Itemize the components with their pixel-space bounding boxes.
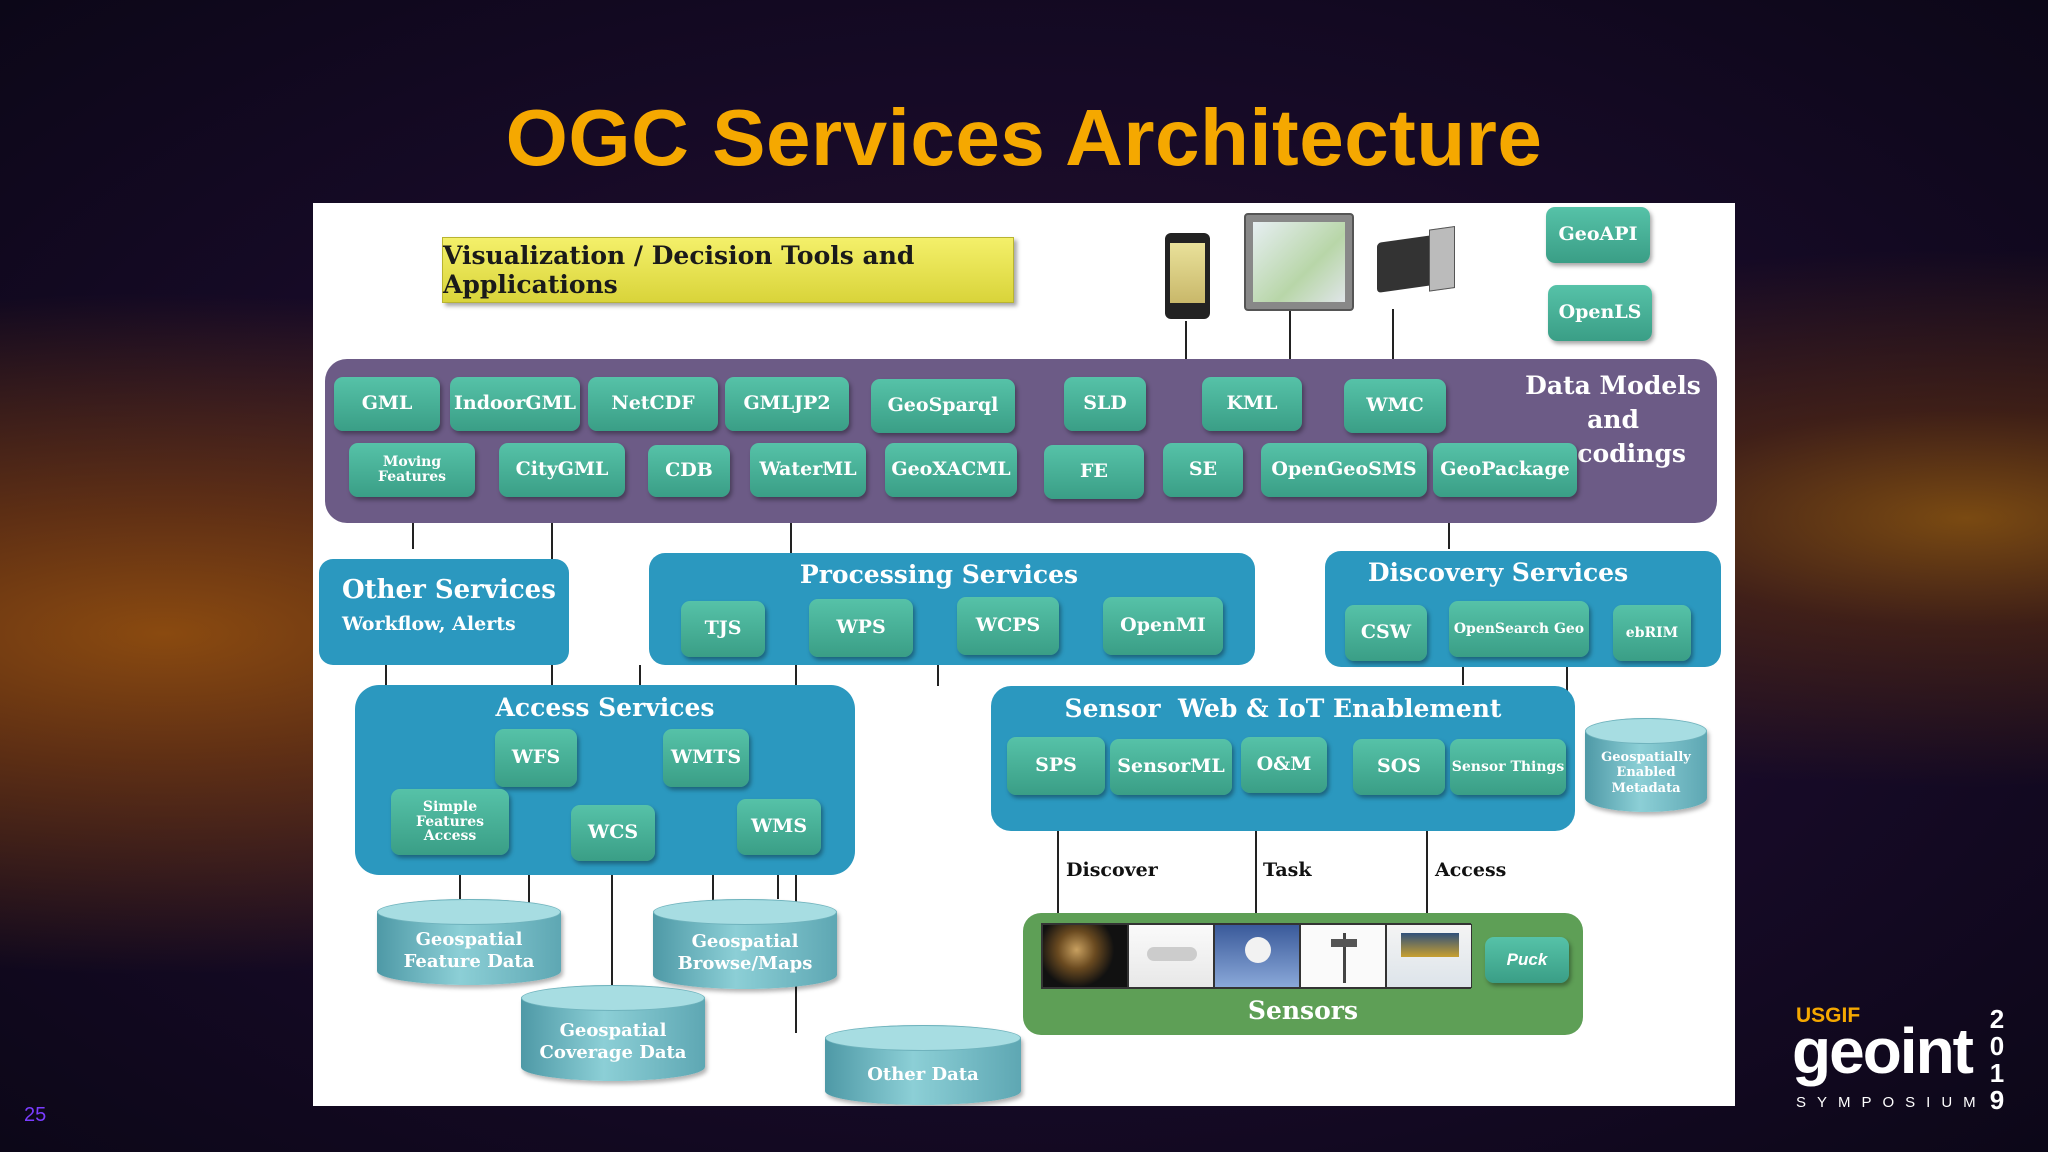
geospatial-feature-data-store: Geospatial Feature Data xyxy=(377,899,561,985)
sensor-web-sensorml-button: SensorML xyxy=(1110,739,1232,795)
discovery-csw-button: CSW xyxy=(1345,605,1427,661)
data-model-gml-button: GML xyxy=(334,377,440,431)
tablet-map-icon xyxy=(1244,213,1354,311)
geospatial-coverage-data-store: Geospatial Coverage Data xyxy=(521,985,705,1081)
data-model-citygml-button: CityGML xyxy=(499,443,625,497)
architecture-diagram: Visualization / Decision Tools and Appli… xyxy=(313,203,1735,1106)
logo-year-text: 2019 xyxy=(1989,1004,2005,1115)
data-model-moving-features-button: Moving Features xyxy=(349,443,475,497)
data-model-wmc-button: WMC xyxy=(1344,379,1446,433)
logo-geoint-text: geoint xyxy=(1792,1015,1974,1087)
data-model-waterml-button: WaterML xyxy=(750,443,866,497)
wms-button: WMS xyxy=(737,799,821,855)
weather-balloon-icon xyxy=(1214,924,1300,988)
processing-openmi-button: OpenMI xyxy=(1103,597,1223,655)
smartphone-icon xyxy=(1165,233,1210,319)
data-model-opengeosms-button: OpenGeoSMS xyxy=(1261,443,1427,497)
data-model-fe-button: FE xyxy=(1044,445,1144,499)
processing-tjs-button: TJS xyxy=(681,601,765,657)
geospatial-browse-maps-store: Geospatial Browse/Maps xyxy=(653,899,837,989)
geospatially-enabled-metadata-store: Geospatially Enabled Metadata xyxy=(1585,718,1707,812)
data-model-cdb-button: CDB xyxy=(648,445,730,497)
discovery-ebrim-button: ebRIM xyxy=(1613,605,1691,661)
geospatial-coverage-data-label: Geospatial Coverage Data xyxy=(539,1020,687,1063)
openls-button: OpenLS xyxy=(1548,285,1652,341)
geoint-symposium-logo: USGIF geoint SYMPOSIUM 2019 xyxy=(1784,1000,2014,1120)
logo-symposium-text: SYMPOSIUM xyxy=(1796,1094,1987,1111)
sensors-title: Sensors xyxy=(1247,996,1359,1025)
data-model-geosparql-button: GeoSparql xyxy=(871,379,1015,433)
processing-services-title: Processing Services xyxy=(799,560,1079,589)
discovery-opensearch-geo-button: OpenSearch Geo xyxy=(1449,601,1589,657)
desktop-computer-icon xyxy=(1377,225,1455,293)
other-services-subtitle: Workflow, Alerts xyxy=(342,613,516,635)
discovery-services-title: Discovery Services xyxy=(1367,558,1629,587)
sensor-web-sps-button: SPS xyxy=(1007,737,1105,795)
sensor-web-title: Sensor Web & IoT Enablement xyxy=(1064,694,1502,723)
access-services-title: Access Services xyxy=(495,693,715,722)
geoapi-button: GeoAPI xyxy=(1546,207,1650,263)
satellite-icon xyxy=(1042,924,1128,988)
task-label: Task xyxy=(1263,859,1312,881)
slide-title: OGC Services Architecture xyxy=(505,93,1543,182)
data-models-title-line1: Data Models xyxy=(1525,371,1701,400)
other-services-title: Other Services xyxy=(342,575,556,605)
drone-icon xyxy=(1128,924,1214,988)
simple-features-access-button: Simple Features Access xyxy=(391,789,509,855)
puck-button: Puck xyxy=(1485,937,1569,983)
sensor-web-sos-button: SOS xyxy=(1353,739,1445,795)
data-model-sld-button: SLD xyxy=(1064,377,1146,431)
wfs-button: WFS xyxy=(495,729,577,787)
data-model-indoorgml-button: IndoorGML xyxy=(450,377,580,431)
weather-station-icon xyxy=(1300,924,1386,988)
data-model-se-button: SE xyxy=(1163,443,1243,497)
geospatially-enabled-metadata-label: Geospatially Enabled Metadata xyxy=(1601,749,1691,796)
access-label: Access xyxy=(1435,859,1507,881)
other-services-panel xyxy=(319,559,569,665)
logo-usgif-text: USGIF xyxy=(1796,1004,1861,1027)
sensor-images-strip xyxy=(1041,923,1472,989)
data-model-netcdf-button: NetCDF xyxy=(588,377,718,431)
other-data-store: Other Data xyxy=(825,1025,1021,1105)
data-model-geopackage-button: GeoPackage xyxy=(1433,443,1577,497)
sensor-device-icon xyxy=(1386,924,1472,988)
other-data-label: Other Data xyxy=(867,1064,979,1086)
processing-wcps-button: WCPS xyxy=(957,597,1059,655)
sensor-web-o-m-button: O&M xyxy=(1241,737,1327,793)
data-model-geoxacml-button: GeoXACML xyxy=(885,443,1017,497)
processing-wps-button: WPS xyxy=(809,599,913,657)
sensor-web-sensor-things-button: Sensor Things xyxy=(1450,739,1566,795)
geospatial-feature-data-label: Geospatial Feature Data xyxy=(403,929,535,972)
slide-number: 25 xyxy=(24,1104,47,1126)
wmts-button: WMTS xyxy=(663,729,749,787)
geospatial-browse-maps-label: Geospatial Browse/Maps xyxy=(677,931,813,974)
data-model-kml-button: KML xyxy=(1202,377,1302,431)
data-model-gmljp2-button: GMLJP2 xyxy=(725,377,849,431)
wcs-button: WCS xyxy=(571,805,655,861)
discover-label: Discover xyxy=(1066,859,1158,881)
visualization-tools-bar: Visualization / Decision Tools and Appli… xyxy=(442,237,1014,303)
